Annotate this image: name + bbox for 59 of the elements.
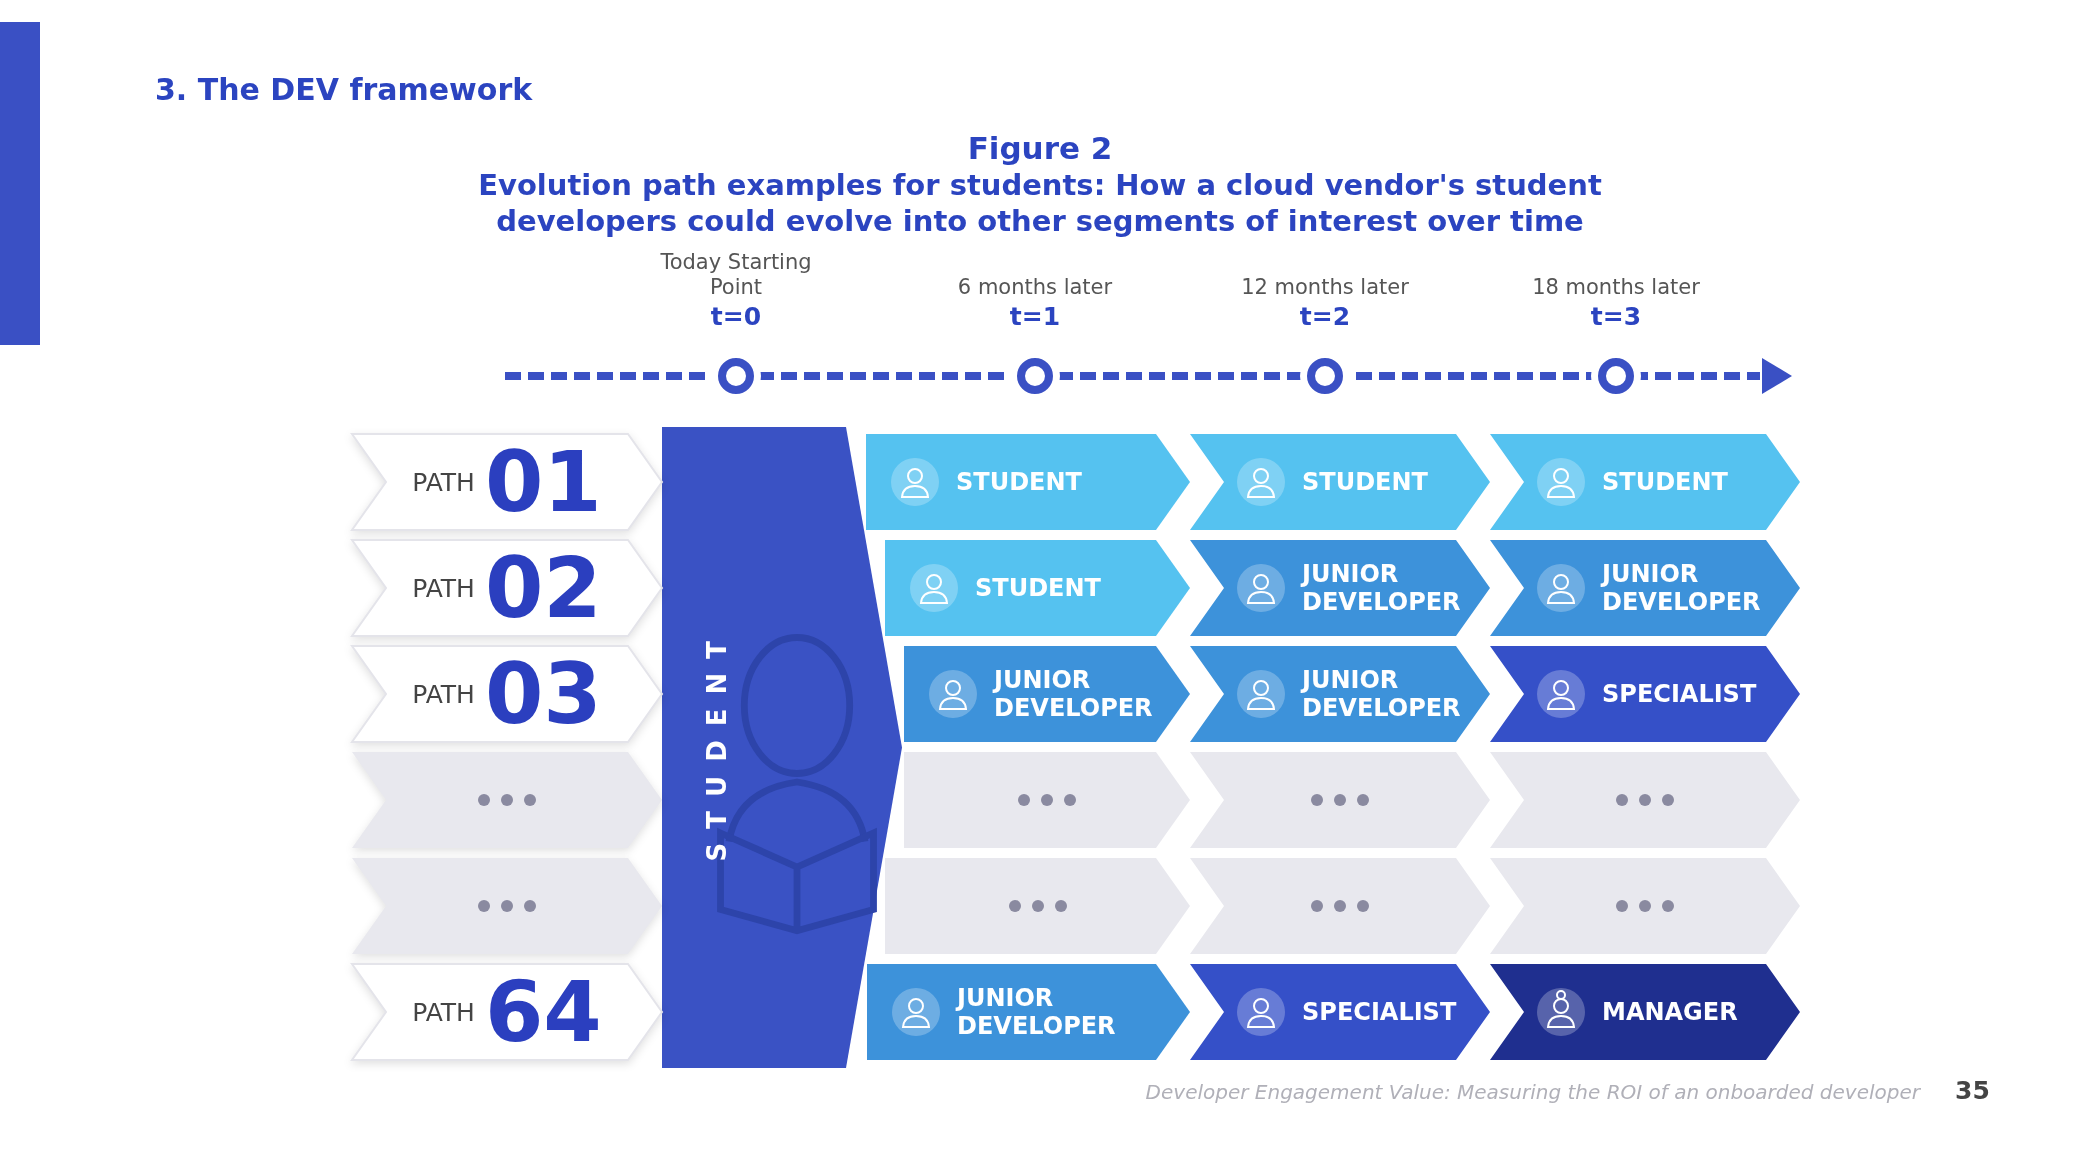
page-number: 35: [1955, 1076, 1990, 1105]
section-title: 3. The DEV framework: [155, 72, 533, 107]
row-tab: [352, 752, 662, 848]
path-tab: [352, 964, 662, 1060]
student-band: [662, 427, 902, 1068]
time-step: t=0: [636, 302, 836, 331]
path-label: PATH: [412, 997, 475, 1027]
segment-tab: [1190, 964, 1490, 1060]
path-tab: [352, 540, 662, 636]
path-number: 64: [484, 970, 602, 1054]
segment-tab: [885, 858, 1190, 954]
figure-number: Figure 2: [966, 130, 1114, 166]
cell-label: JUNIOR DEVELOPER: [957, 984, 1117, 1040]
cell-label: STUDENT: [1302, 468, 1429, 496]
segment-tab: [904, 752, 1190, 848]
cell-label: SPECIALIST: [1602, 680, 1758, 708]
time-step: t=3: [1516, 302, 1716, 331]
segment-tab: [1490, 752, 1800, 848]
cell-label: JUNIOR DEVELOPER: [994, 666, 1154, 722]
segment-tab: [1190, 540, 1490, 636]
cell-label: STUDENT: [1602, 468, 1729, 496]
time-label: 12 months later: [1240, 275, 1410, 299]
cell-label: JUNIOR DEVELOPER: [1302, 560, 1462, 616]
cell-label: JUNIOR DEVELOPER: [1602, 560, 1762, 616]
path-label: PATH: [412, 679, 475, 709]
time-step: t=2: [1225, 302, 1425, 331]
segment-tab: [1190, 752, 1490, 848]
time-label: 18 months later: [1531, 275, 1701, 299]
segment-tab: [1190, 858, 1490, 954]
segment-tab: [904, 646, 1190, 742]
segment-tab: [1490, 858, 1800, 954]
path-number: 02: [484, 546, 602, 630]
path-label: PATH: [412, 467, 475, 497]
cell-label: JUNIOR DEVELOPER: [1302, 666, 1462, 722]
path-tab: [352, 434, 662, 530]
segment-tab: [1190, 646, 1490, 742]
segment-tab: [1490, 434, 1800, 530]
time-label: 6 months later: [956, 275, 1114, 299]
segment-tab: [1490, 964, 1800, 1060]
band-label: STUDENT: [702, 627, 732, 862]
path-tab: [352, 646, 662, 742]
row-tab: [352, 858, 662, 954]
figure-title: Evolution path examples for students: How a cloud vendor's student developers could evolve into other segments of interest over time: [477, 167, 1603, 239]
cell-label: SPECIALIST: [1302, 998, 1458, 1026]
cell-label: MANAGER: [1602, 998, 1739, 1026]
path-number: 03: [484, 652, 602, 736]
segment-tab: [866, 434, 1190, 530]
segment-tab: [885, 540, 1190, 636]
footer-text: Developer Engagement Value: Measuring the ROI of an onboarded developer: [1144, 1080, 1920, 1104]
segment-tab: [1490, 540, 1800, 636]
path-number: 01: [484, 440, 602, 524]
segment-tab: [867, 964, 1190, 1060]
segment-tab: [1190, 434, 1490, 530]
segment-tab: [1490, 646, 1800, 742]
cell-label: STUDENT: [956, 468, 1083, 496]
cell-label: STUDENT: [975, 574, 1102, 602]
path-label: PATH: [412, 573, 475, 603]
time-label: Today Starting Point: [659, 250, 813, 300]
time-step: t=1: [935, 302, 1135, 331]
